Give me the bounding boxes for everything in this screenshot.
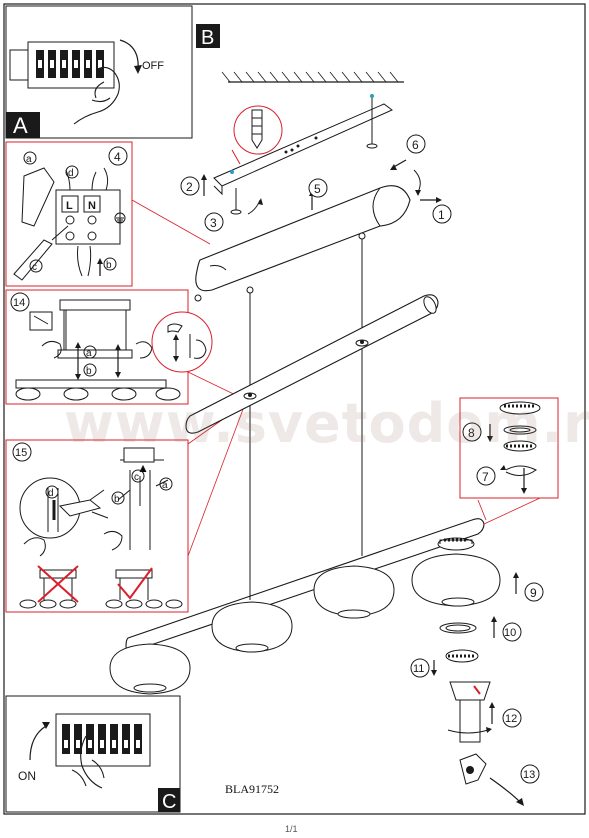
socket-ring-upper — [439, 622, 477, 634]
glass-shade — [109, 643, 191, 695]
wrong-example — [19, 565, 79, 609]
pliers-icon — [58, 489, 109, 519]
glass-shade — [211, 601, 293, 653]
step-b-label: b — [106, 260, 112, 271]
lamp-body-rod — [185, 294, 439, 434]
hand-icon — [23, 530, 123, 557]
section-a-label: A — [13, 113, 28, 138]
breaker-strip-icon — [9, 41, 115, 89]
step-b-label: b — [114, 494, 120, 505]
section-b-tab — [196, 24, 220, 48]
panel-cable-trim: 15 d b c a — [5, 439, 189, 613]
ceiling-mount — [201, 71, 442, 215]
terminal-block-icon — [55, 167, 121, 277]
turn-on-arrow-icon — [29, 725, 47, 761]
suspension-wire — [249, 342, 363, 592]
lamp-socket — [437, 537, 475, 551]
hand-icon — [73, 66, 120, 125]
step-14-label: 14 — [13, 297, 25, 309]
step-a-label: a — [162, 480, 168, 491]
step-11-label: 11 — [413, 663, 424, 675]
step-4-label: 4 — [114, 150, 121, 164]
step-8-label: 8 — [468, 426, 475, 440]
model-number: BLA91752 — [225, 782, 279, 796]
lamp-holder — [449, 681, 491, 743]
step-10-label: 10 — [504, 627, 516, 639]
step-13-label: 13 — [523, 769, 535, 781]
glass-shade — [411, 553, 501, 607]
socket-ring-lower — [445, 649, 479, 663]
on-label: ON — [18, 769, 36, 783]
step-c-label: c — [32, 262, 37, 273]
hand-icon — [71, 735, 105, 789]
page-frame — [3, 3, 586, 815]
step-3-label: 3 — [210, 216, 217, 230]
step-2-label: 2 — [186, 180, 193, 194]
section-a-tab — [6, 112, 40, 138]
checkmark-icon — [117, 567, 153, 600]
step-d-label: d — [48, 488, 54, 499]
panel-socket-detail — [459, 397, 559, 525]
suspension-wire — [249, 236, 363, 394]
mounting-bracket — [213, 103, 393, 187]
step-15-label: 15 — [15, 447, 27, 459]
screwdriver-icon — [13, 225, 69, 281]
page-number: 1/1 — [285, 824, 298, 834]
step-1-label: 1 — [438, 208, 445, 222]
screw-icon — [234, 188, 238, 211]
step-6-label: 6 — [412, 138, 419, 152]
cross-icon — [37, 565, 79, 603]
ground-icon — [114, 212, 126, 224]
section-c-label: C — [162, 791, 176, 813]
ceiling-canopy — [195, 185, 411, 292]
hand-icon — [41, 340, 153, 359]
terminal-cover-icon — [21, 167, 55, 227]
step-b-label: b — [86, 366, 92, 377]
panel-height-adjust: a b 14 — [5, 289, 213, 405]
wire-n-label: N — [88, 200, 96, 212]
step-a-label: a — [26, 154, 32, 165]
step-d-label: d — [68, 168, 74, 179]
step-a-label: a — [86, 348, 92, 359]
step-7-label: 7 — [482, 470, 489, 484]
wire-l-label: L — [66, 200, 73, 212]
panel-power-on: ON C — [5, 695, 181, 813]
detail-magnifier — [151, 311, 213, 373]
section-b-label: B — [201, 27, 214, 49]
wall-plug-icon — [251, 109, 263, 149]
step-12-label: 12 — [505, 713, 517, 725]
breaker-strip-icon — [55, 713, 151, 767]
right-example — [105, 567, 183, 609]
step-markers: 1 2 3 5 6 7 8 9 10 11 12 13 — [180, 134, 544, 784]
step-c-label: c — [134, 472, 139, 483]
glass-shade — [313, 565, 395, 619]
section-c-tab — [158, 788, 180, 812]
off-label: OFF — [142, 60, 164, 72]
bulb-icon — [459, 753, 487, 785]
panel-wiring: L N a d c b 4 — [5, 141, 133, 287]
step-9-label: 9 — [530, 586, 537, 600]
step-5-label: 5 — [314, 182, 321, 196]
